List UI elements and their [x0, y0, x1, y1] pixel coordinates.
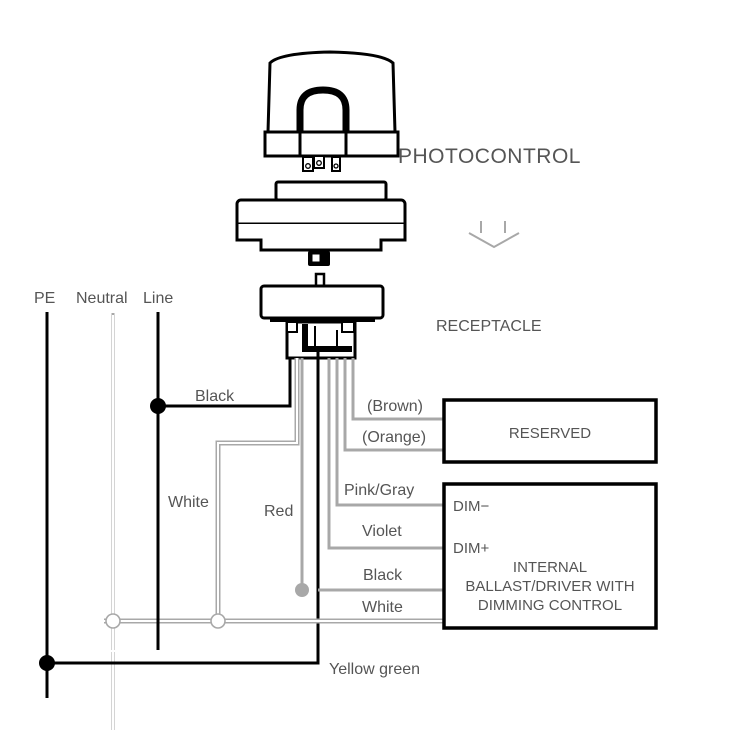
- brown-label: (Brown): [367, 398, 423, 415]
- red-wire-label: Red: [264, 503, 293, 520]
- driver-line1: INTERNAL: [513, 559, 587, 576]
- orange-wire: [343, 358, 444, 452]
- photocontrol-device: [263, 50, 400, 172]
- dim-minus-label: DIM−: [453, 498, 489, 515]
- dim-plus-label: DIM+: [453, 540, 489, 557]
- driver-line3: DIMMING CONTROL: [478, 597, 622, 614]
- receptacle-label: RECEPTACLE: [436, 318, 542, 335]
- reserved-box: [442, 398, 658, 464]
- yellow-green-wire: [47, 352, 320, 665]
- black-wire-label: Black: [195, 388, 235, 405]
- pe-label: PE: [34, 290, 55, 307]
- orange-label: (Orange): [362, 429, 426, 446]
- pink-gray-wire: [335, 358, 444, 507]
- red-junction-dot: [295, 583, 309, 597]
- pink-gray-label: Pink/Gray: [344, 482, 414, 499]
- white-neutral-wire: [215, 358, 300, 621]
- yellow-green-label: Yellow green: [329, 661, 420, 678]
- white-wire-label: White: [168, 494, 209, 511]
- white-driver-label: White: [362, 599, 403, 616]
- neutral-label: Neutral: [76, 290, 128, 307]
- reserved-label: RESERVED: [509, 425, 591, 442]
- receptacle-device: [259, 272, 385, 360]
- black-driver-label: Black: [363, 567, 403, 584]
- pe-junction-dot: [39, 655, 55, 671]
- photocontrol-label: PHOTOCONTROL: [398, 145, 581, 168]
- neutral-wire: [110, 313, 118, 730]
- line-label: Line: [143, 290, 173, 307]
- violet-label: Violet: [362, 523, 402, 540]
- receptacle-cap: [235, 180, 407, 266]
- white-junction-dot: [210, 613, 226, 629]
- violet-wire: [327, 358, 444, 550]
- line-junction-dot: [150, 398, 166, 414]
- driver-box: [442, 482, 658, 630]
- brown-wire: [351, 358, 444, 421]
- driver-line2: BALLAST/DRIVER WITH: [465, 578, 634, 595]
- neutral-junction-dot: [105, 613, 121, 629]
- black-line-wire: [158, 358, 292, 408]
- down-arrow-icon: [468, 221, 520, 249]
